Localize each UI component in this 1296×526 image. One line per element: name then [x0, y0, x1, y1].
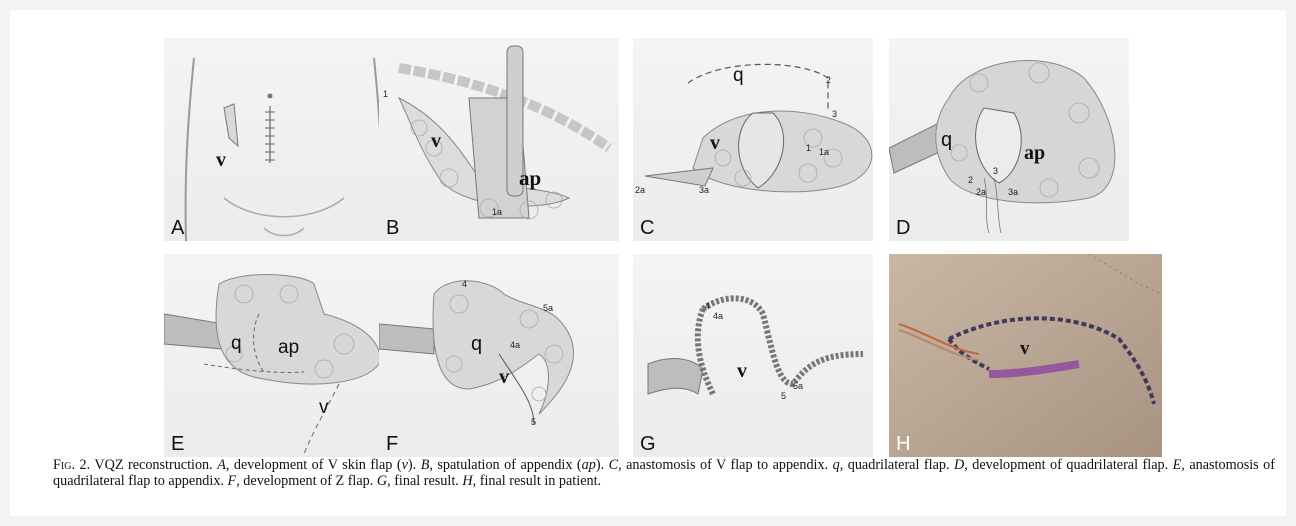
caption-segment: D — [954, 457, 964, 473]
caption-segment: ap — [582, 457, 596, 473]
mark-4: 4 — [705, 302, 710, 311]
label-q: q — [941, 130, 952, 150]
figure-page: v A 1 1a v ap B — [10, 10, 1286, 516]
caption-segment: ). — [596, 457, 609, 473]
label-q: q — [733, 66, 744, 85]
caption-segment: F — [228, 473, 237, 489]
mark-2: 2 — [968, 176, 973, 185]
panel-c: q 2 3 2a 3a 1 1a v C — [633, 38, 873, 241]
mark-1a: 1a — [819, 148, 829, 157]
panel-letter: G — [640, 434, 656, 454]
quadrilateral-flap-illustration — [889, 38, 1129, 241]
caption-segment: , anastomosis of V flap to appendix. — [618, 457, 833, 473]
panel-letter: F — [386, 434, 398, 454]
mark-5a: 5a — [543, 304, 553, 313]
label-ap: ap — [1024, 143, 1045, 163]
panel-e: q ap v E — [164, 254, 404, 457]
panel-letter: D — [896, 218, 910, 238]
panel-letter: C — [640, 218, 654, 238]
panel-f: 4 5a q 4a v 5 F — [379, 254, 619, 457]
mark-3: 3 — [993, 167, 998, 176]
caption-segment: VQZ reconstruction. — [90, 457, 217, 473]
caption-segment: E — [1173, 457, 1182, 473]
torso-illustration — [164, 38, 404, 241]
panel-g: 4 4a v 5 5a G — [633, 254, 873, 457]
label-v: v — [710, 133, 720, 153]
v-flap-anastomosis-illustration — [633, 38, 873, 241]
panel-h-photo: v H — [889, 254, 1162, 457]
mark-4: 4 — [462, 280, 467, 289]
caption-segment: , development of quadrilateral flap. — [964, 457, 1172, 473]
mark-5a: 5a — [793, 382, 803, 391]
caption-fig-label: Fig. 2. — [53, 457, 90, 473]
panel-letter: E — [171, 434, 184, 454]
caption-segment: , quadrilateral flap. — [840, 457, 954, 473]
caption-segment: , final result in patient. — [473, 473, 601, 489]
label-v: v — [737, 361, 747, 381]
caption-segment: C — [609, 457, 618, 473]
panel-letter: H — [896, 434, 910, 454]
caption-segment: , development of V skin flap ( — [226, 457, 402, 473]
figure-caption: Fig. 2. VQZ reconstruction. A, developme… — [53, 458, 1275, 489]
caption-segment: , development of Z flap. — [236, 473, 377, 489]
final-result-illustration — [633, 254, 873, 457]
panel-letter: A — [171, 218, 184, 238]
label-v: v — [216, 150, 226, 170]
caption-segment: H — [462, 473, 472, 489]
label-q: q — [471, 334, 482, 354]
mark-1: 1 — [806, 144, 811, 153]
mark-3a: 3a — [1008, 188, 1018, 197]
mark-3a: 3a — [699, 186, 709, 195]
mark-1: 1 — [383, 90, 388, 99]
label-v: v — [319, 398, 329, 417]
label-q: q — [231, 334, 242, 353]
mark-2a: 2a — [976, 188, 986, 197]
panel-d: q ap 2 3 2a 3a D — [889, 38, 1129, 241]
caption-segment: , spatulation of appendix ( — [429, 457, 581, 473]
caption-body: VQZ reconstruction. A, development of V … — [53, 457, 1275, 489]
label-v: v — [1020, 339, 1030, 358]
label-ap: ap — [278, 338, 299, 357]
caption-segment: q — [833, 457, 840, 473]
panel-letter: B — [386, 218, 399, 238]
mark-4a: 4a — [510, 341, 520, 350]
label-v: v — [431, 131, 441, 151]
mark-4a: 4a — [713, 312, 723, 321]
panel-b: 1 1a v ap B — [379, 38, 619, 241]
z-flap-illustration — [379, 254, 619, 457]
label-ap: ap — [519, 168, 541, 189]
mark-5: 5 — [781, 392, 786, 401]
mark-2a: 2a — [635, 186, 645, 195]
mark-2: 2 — [826, 76, 831, 85]
caption-segment: G — [377, 473, 387, 489]
label-v: v — [499, 367, 509, 387]
panel-a: v A — [164, 38, 404, 241]
caption-segment: ). — [408, 457, 421, 473]
mark-5: 5 — [531, 418, 536, 427]
mark-1a: 1a — [492, 208, 502, 217]
caption-segment: , final result. — [387, 473, 462, 489]
caption-segment: A — [217, 457, 226, 473]
mark-3: 3 — [832, 110, 837, 119]
